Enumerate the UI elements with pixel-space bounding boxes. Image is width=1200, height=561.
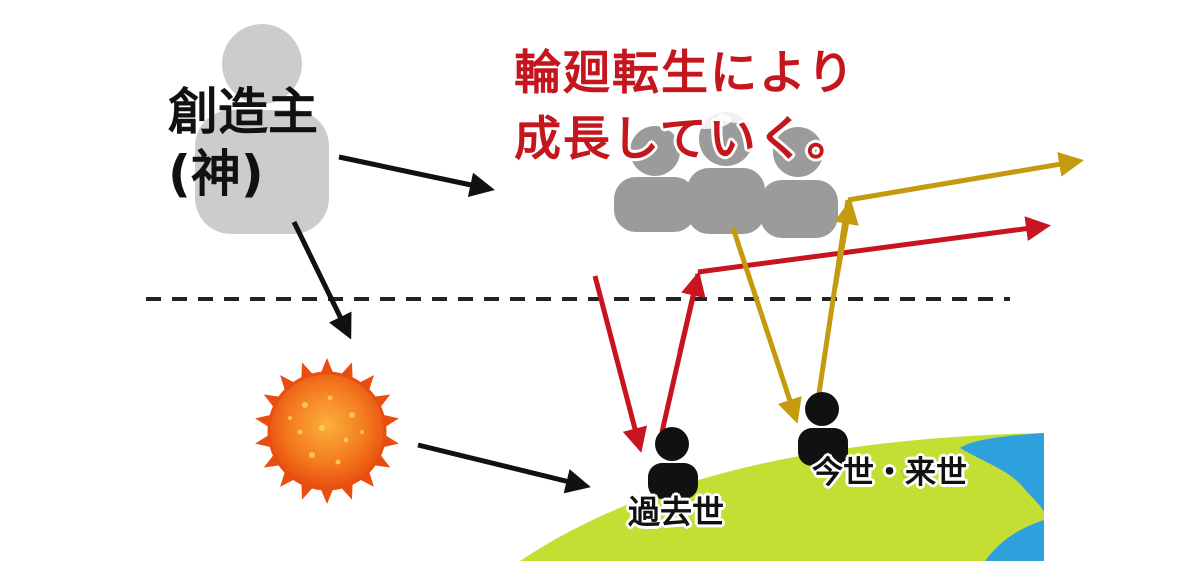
red-reincarnation-path: [592, 216, 1051, 453]
soul-group-icon: [614, 109, 838, 238]
creator-subtitle: (神): [168, 145, 264, 203]
past-life-label: 過去世: [628, 493, 725, 531]
creator-title: 創造主: [168, 83, 318, 141]
earth-globe-icon: [520, 433, 1044, 561]
arrow-sun-to-earth: [417, 442, 591, 494]
caption-line-1: 輪廻転生により: [514, 46, 857, 101]
person-icon-present: [798, 392, 848, 466]
caption-line-2: 成長していく。: [514, 112, 856, 167]
sun-icon: [255, 358, 399, 504]
arrow-creator-to-sun: [291, 220, 352, 340]
gold-reincarnation-path: [730, 152, 1084, 424]
arrow-creator-to-souls: [338, 154, 495, 198]
person-icon-past: [648, 427, 698, 499]
creator-silhouette-icon: [195, 24, 329, 234]
present-future-label: 今世・来世: [812, 455, 967, 491]
